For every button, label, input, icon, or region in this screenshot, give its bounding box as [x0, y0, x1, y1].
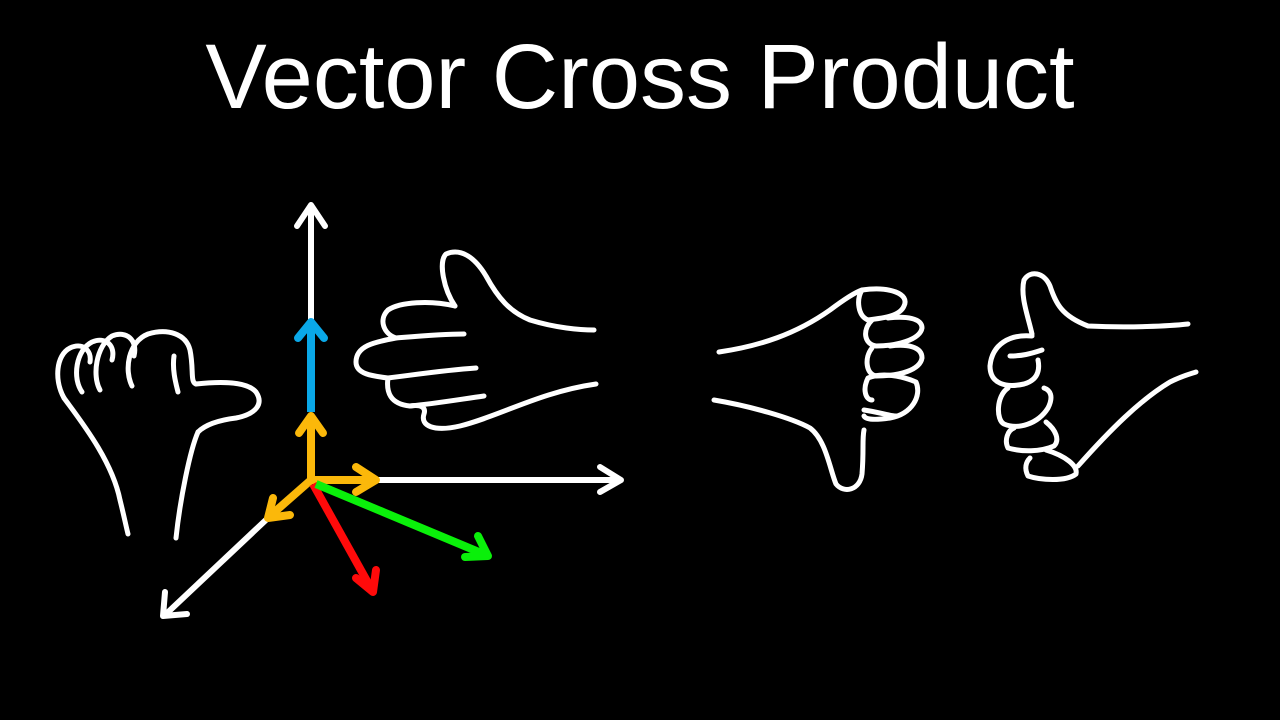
x-axis — [162, 515, 271, 618]
vector-a — [309, 482, 380, 596]
thumb-up-open-hand — [353, 249, 599, 431]
vector-b — [314, 480, 492, 561]
thumb-down-fist-hand — [711, 286, 925, 492]
thumb-up-fist-hand — [987, 271, 1199, 482]
i-hat-vector — [267, 476, 314, 520]
x-axis-arrowhead — [160, 589, 190, 619]
page-title: Vector Cross Product — [205, 26, 1075, 128]
axes — [160, 202, 624, 619]
thumb-right-fist-hand — [55, 329, 262, 541]
y-axis-arrowhead — [597, 464, 624, 495]
z-axis-arrowhead — [294, 202, 328, 229]
unit-vectors — [264, 412, 380, 522]
cross-product-vector — [294, 318, 328, 412]
